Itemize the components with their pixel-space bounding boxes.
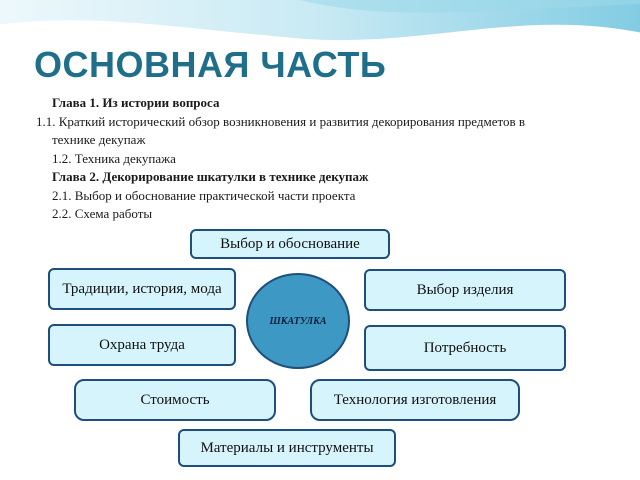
node-need: Потребность xyxy=(364,325,566,371)
chapter-1-heading: Глава 1. Из истории вопроса xyxy=(52,95,220,110)
chapter-2-heading: Глава 2. Декорирование шкатулки в техник… xyxy=(52,169,369,184)
section-1-2: 1.2. Техника декупажа xyxy=(52,150,176,166)
header-wave-decoration xyxy=(0,0,640,44)
outline-text: Глава 1. Из истории вопроса 1.1. Краткий… xyxy=(36,94,614,224)
node-traditions: Традиции, история, мода xyxy=(48,268,236,310)
center-node-box: ШКАТУЛКА xyxy=(246,273,350,369)
node-safety: Охрана труда xyxy=(48,324,236,366)
page-title: ОСНОВНАЯ ЧАСТЬ xyxy=(34,44,387,85)
node-choice-justification: Выбор и обоснование xyxy=(190,229,390,259)
section-2-2: 2.2. Схема работы xyxy=(52,206,153,221)
section-1-1-line-2: технике декупаж xyxy=(52,132,146,147)
center-node-label: ШКАТУЛКА xyxy=(269,315,327,327)
node-materials: Материалы и инструменты xyxy=(178,429,396,467)
section-1-1-line-1: 1.1. Краткий исторический обзор возникно… xyxy=(36,113,526,129)
section-2-1: 2.1. Выбор и обоснование практической ча… xyxy=(52,187,356,203)
node-cost: Стоимость xyxy=(74,379,276,421)
node-technology: Технология изготовления xyxy=(310,379,520,421)
node-product-choice: Выбор изделия xyxy=(364,269,566,311)
